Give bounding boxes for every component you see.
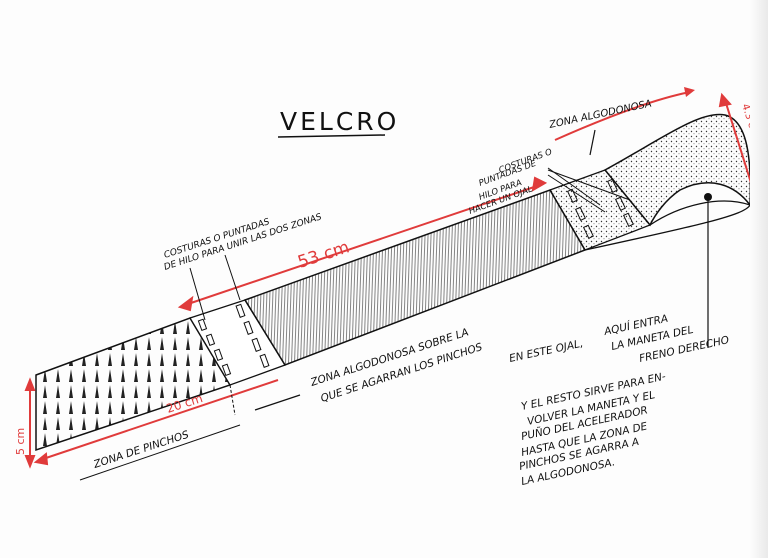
measure-5cm	[24, 377, 36, 469]
label-hooks-zone: ZONA DE PINCHOS	[91, 429, 190, 472]
title-underline	[277, 134, 386, 138]
hooks-zone	[35, 317, 232, 452]
buttonhole-dot	[704, 193, 712, 201]
stitch-pointers-right	[547, 167, 631, 213]
measure-20cm	[33, 379, 279, 466]
middle-pointer	[254, 394, 301, 411]
hooks-underline	[79, 424, 241, 481]
cotton-zone-body	[243, 189, 587, 366]
seam-stitches-left	[197, 303, 270, 377]
diagram-title: VELCRO	[280, 107, 399, 136]
label-cotton-zone-top: ZONA ALGODONOSA	[547, 98, 653, 131]
note-line1a: EN ESTE OJAL,	[508, 338, 584, 365]
measure-53cm	[177, 176, 548, 312]
cotton-zone-arc	[554, 91, 691, 141]
stitch-pointers-left	[189, 254, 241, 321]
measure-5cm-label: 5 cm	[14, 428, 27, 455]
buttonhole-stitches	[566, 178, 634, 239]
